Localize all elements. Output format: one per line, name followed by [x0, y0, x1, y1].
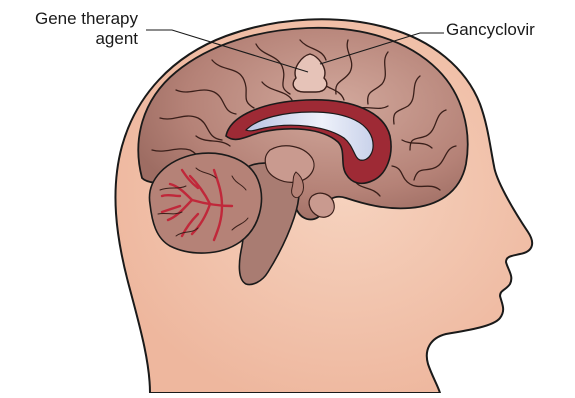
label-gene-therapy-agent: Gene therapy agent — [35, 9, 138, 49]
label-gancyclovir: Gancyclovir — [446, 20, 535, 40]
label-gene-therapy-line2: agent — [35, 29, 138, 49]
label-gene-therapy-line1: Gene therapy — [35, 9, 138, 29]
